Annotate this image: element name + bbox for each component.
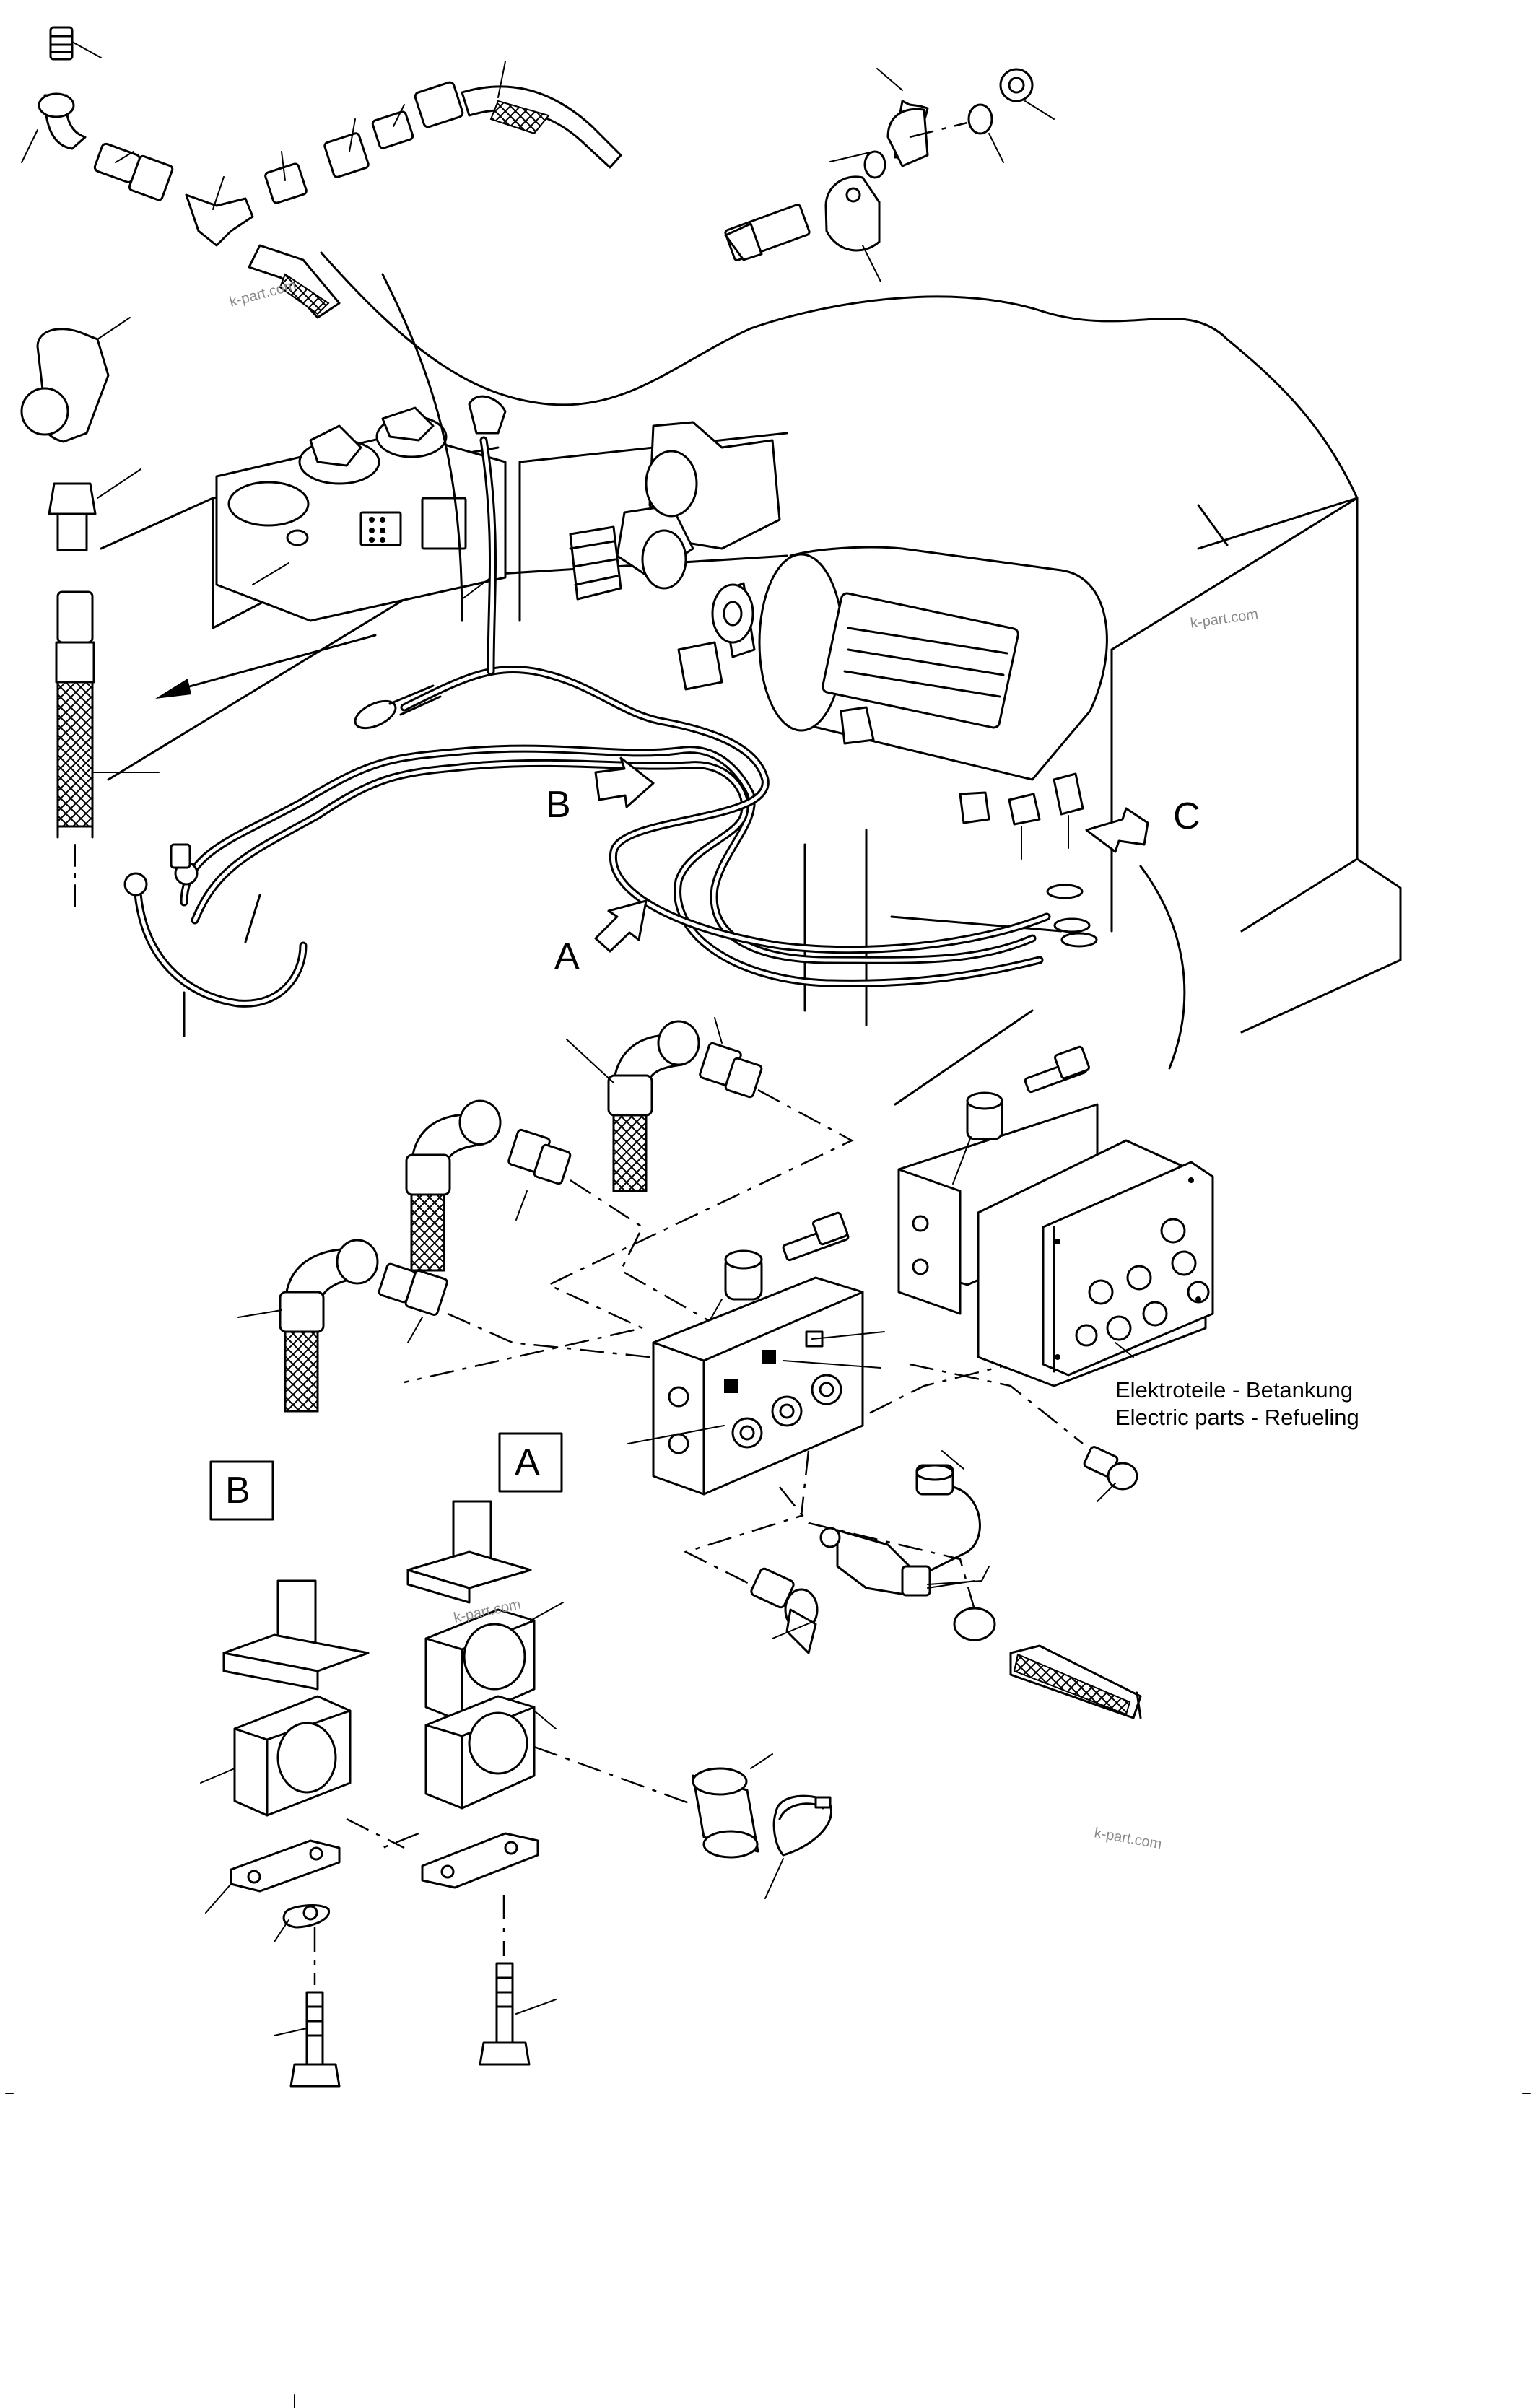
bushing-and-hose-clamp	[692, 1753, 833, 1899]
electric-box	[897, 1045, 1214, 1387]
detail-a-frame	[498, 1432, 563, 1493]
curved-leaders	[155, 273, 1186, 1106]
pump-cluster	[569, 421, 781, 691]
elbow-hose-right	[566, 1017, 763, 1192]
watermark-1: k-part.com	[228, 277, 298, 310]
motor-cylinder	[711, 546, 1108, 824]
clamp-hardware-top	[724, 68, 1055, 282]
view-arrow-b	[594, 756, 655, 808]
detail-b-label: B	[225, 1470, 250, 1511]
watermark-2: k-part.com	[1190, 606, 1260, 632]
elbow-hose-middle	[405, 1099, 572, 1272]
watermark-4: k-part.com	[1093, 1825, 1163, 1852]
detail-a-label: A	[515, 1441, 540, 1483]
edge-marks	[5, 2093, 1531, 2408]
sensor-plug-group	[750, 1446, 1142, 1719]
detail-a-clamp	[382, 1500, 694, 2066]
label-electric-en: Electric parts - Refueling	[1115, 1405, 1359, 1430]
detail-b-frame	[209, 1460, 274, 1521]
label-electric-de: Elektroteile - Betankung	[1115, 1377, 1353, 1403]
view-arrows	[594, 756, 1149, 953]
view-arrow-a	[594, 899, 648, 953]
hose-fitting-chain-top	[21, 26, 622, 319]
elbow-hose-left	[237, 1239, 448, 1413]
left-hose-assembly	[20, 317, 160, 910]
sleeve-and-bolt	[692, 1211, 850, 1351]
callout-c: C	[1173, 795, 1200, 837]
valve-block	[627, 1276, 885, 1496]
callout-b: B	[546, 784, 571, 826]
pipe-bundle	[123, 395, 1098, 1037]
left-block-unit	[215, 406, 507, 622]
view-arrow-c	[1085, 807, 1149, 853]
callout-a: A	[554, 935, 580, 977]
detail-b-clamp	[200, 1579, 405, 2088]
